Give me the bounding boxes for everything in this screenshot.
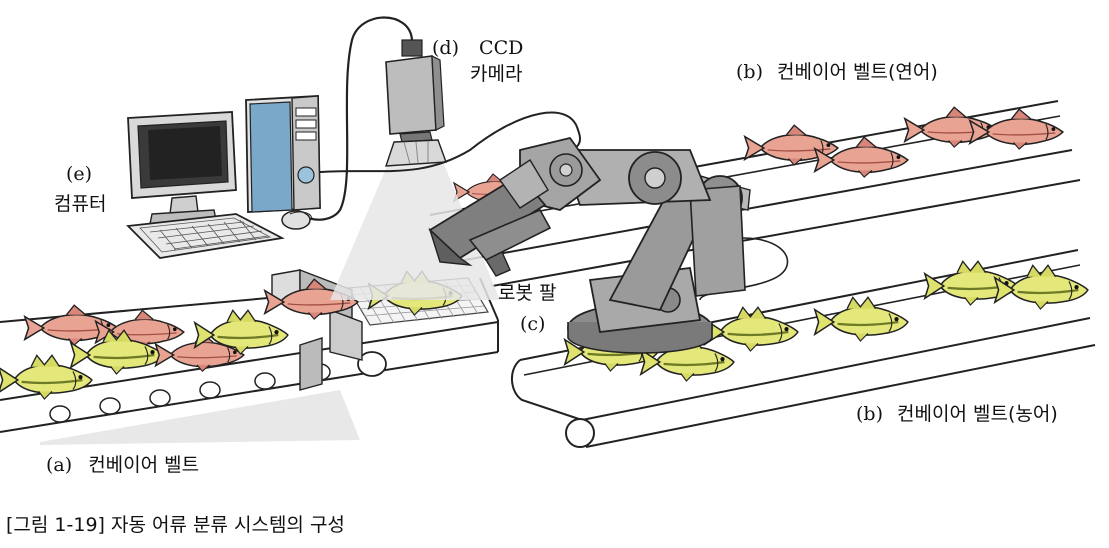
belt-salmon-text: 컨베이어 벨트(연어) — [777, 61, 938, 83]
camera-label: (d) CCD — [432, 37, 524, 60]
figure-caption: [그림 1-19] 자동 어류 분류 시스템의 구성 — [6, 514, 345, 536]
belt-main-label: (a) 컨베이어 벨트 — [46, 454, 200, 477]
robot-label-letter: (c) — [520, 313, 546, 335]
ccd-camera-icon — [385, 39, 447, 167]
belt-bass-letter: (b) — [856, 403, 883, 425]
belt-salmon-letter: (b) — [736, 61, 763, 83]
computer-label-text: 컴퓨터 — [54, 193, 107, 215]
belt-main-letter: (a) — [46, 454, 73, 476]
camera-label-name-1: CCD — [479, 37, 524, 59]
pc-tower-icon — [245, 95, 321, 213]
camera-label-letter: (d) — [432, 37, 459, 59]
belt-bass-text: 컨베이어 벨트(농어) — [897, 403, 1058, 425]
robot-label-text: 로봇 팔 — [498, 282, 557, 304]
mouse-icon — [281, 210, 313, 230]
belt-main-text: 컨베이어 벨트 — [88, 454, 200, 476]
computer-label-letter: (e) — [66, 163, 93, 185]
belt-salmon-label: (b) 컨베이어 벨트(연어) — [736, 61, 938, 84]
keyboard-icon — [126, 213, 285, 259]
computer-monitor-icon — [127, 111, 237, 225]
belt-bass-label: (b) 컨베이어 벨트(농어) — [856, 403, 1058, 426]
computer — [126, 95, 321, 259]
camera-cable — [291, 16, 414, 221]
robot-arm-icon — [428, 136, 751, 354]
camera-label-name-2: 카메라 — [470, 63, 523, 85]
